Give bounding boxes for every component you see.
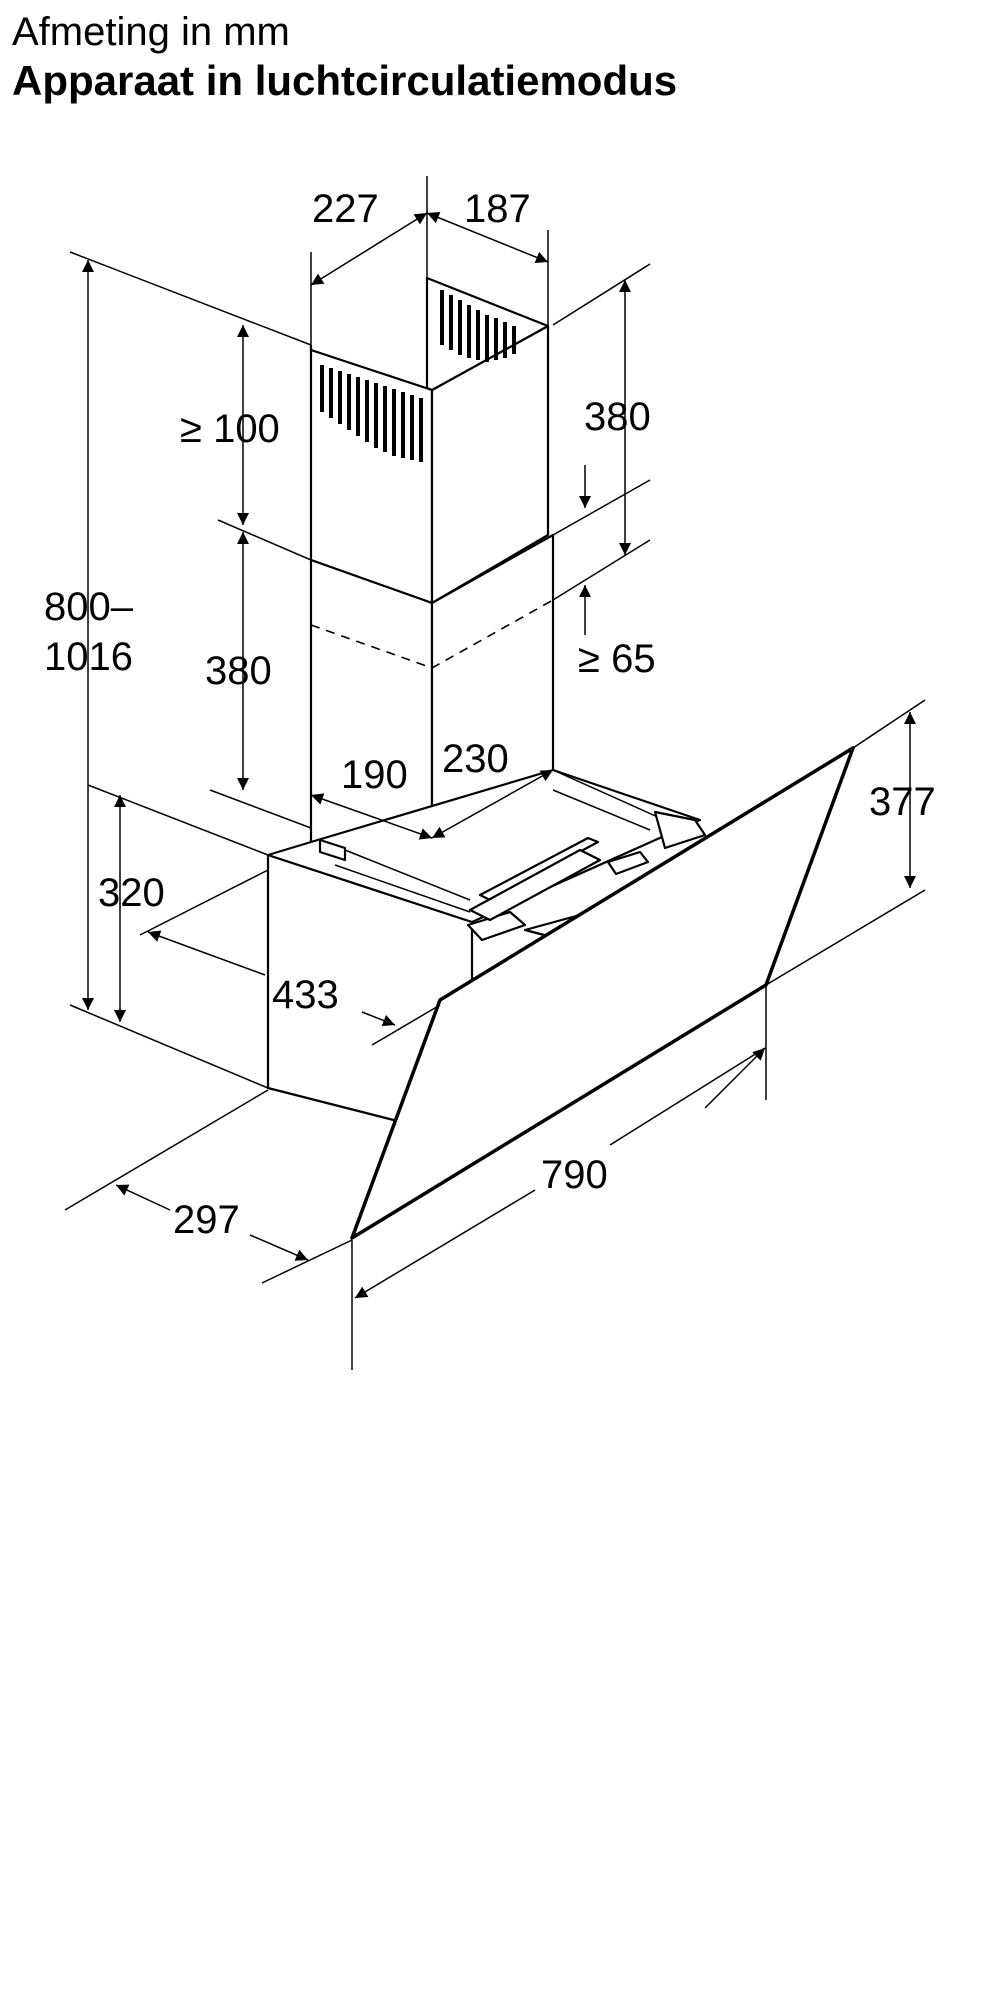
dim-inner-width: 190	[341, 753, 408, 797]
vent-slots-flap	[440, 290, 516, 362]
dim-upper-chimney-height: 380	[584, 395, 651, 439]
dim-chimney-width: 227	[312, 187, 379, 231]
dim-min-side-gap: ≥ 65	[578, 637, 656, 681]
hood-top-details	[318, 769, 707, 942]
dimension-labels: 227 187 ≥ 100 380 ≥ 65 800– 1016 380 190…	[44, 187, 936, 1242]
dim-panel-height: 377	[869, 780, 936, 824]
dim-total-height-line2: 1016	[44, 635, 133, 679]
extension-lines	[64, 176, 926, 1370]
dim-chimney-depth: 187	[464, 187, 531, 231]
page-title: Afmeting in mm	[12, 10, 290, 54]
dim-inner-depth: 230	[442, 737, 509, 781]
dim-hood-width: 790	[541, 1153, 608, 1197]
dim-body-height: 320	[98, 871, 165, 915]
dimension-arrows	[82, 211, 916, 1299]
dim-lower-chimney-height: 380	[205, 649, 272, 693]
dim-hood-depth-upper: 433	[272, 973, 339, 1017]
dim-total-height-line1: 800–	[44, 585, 134, 629]
vent-slots-left	[320, 365, 423, 462]
dim-hood-depth: 297	[173, 1198, 240, 1242]
hood-top-deck	[266, 768, 702, 924]
chimney-overlap-hidden-line	[310, 599, 554, 669]
page-subtitle: Apparaat in luchtcirculatiemodus	[12, 57, 678, 104]
dim-min-top-gap: ≥ 100	[180, 407, 280, 451]
hood-illustration	[266, 276, 855, 1240]
